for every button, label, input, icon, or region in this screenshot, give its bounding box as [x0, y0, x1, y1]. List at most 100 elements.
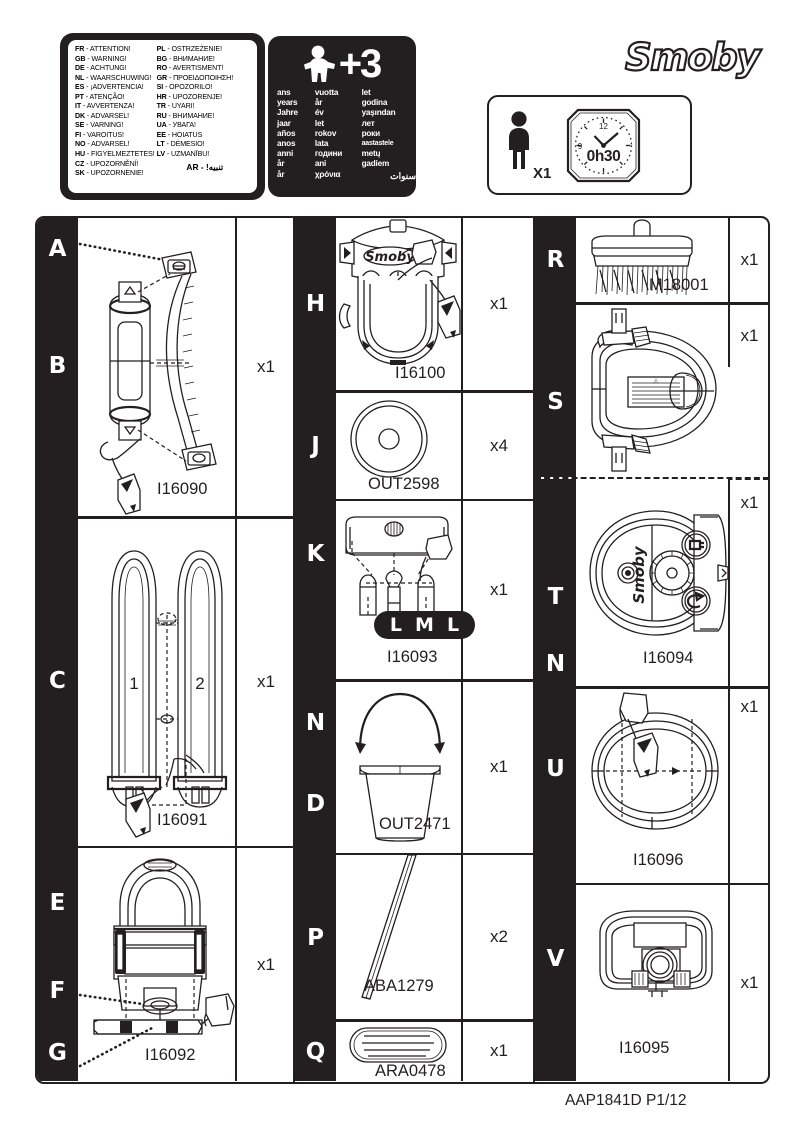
part-drawing-efg [78, 848, 235, 1081]
warning-line: ES - ¡ADVERTENCIA! [75, 83, 144, 92]
part-cell-c[interactable]: C 1 [37, 518, 295, 846]
part-letter-p: P [307, 925, 324, 951]
part-ref-r: M18001 [649, 276, 709, 294]
part-drawing-q [336, 1021, 461, 1081]
part-cell-r[interactable]: R x1 [535, 218, 768, 302]
row-divider-m1 [295, 390, 535, 393]
warning-line: DE - ACHTUNG! [75, 64, 127, 73]
qty-divider-tn [727, 479, 730, 686]
part-drawing-v [576, 885, 728, 1081]
warning-line: LT - DĖMESIO! [156, 140, 205, 149]
part-ref-k: I16093 [387, 648, 438, 666]
part-letter-d: D [305, 790, 326, 817]
warning-language-column-1: FR - ATTENTION!GB - WARNING!DE - ACHTUNG… [75, 45, 157, 193]
part-letter-j: J [311, 432, 320, 459]
front-panel-icon: Smoby [338, 219, 461, 365]
warning-language-column-2: PL - OSTRZEŻENIE!BG - ВНИМАНИЕ!RO - AVER… [157, 45, 253, 193]
age-word-arabic: سنوات [390, 170, 416, 181]
part-drawing-tn: Smoby [576, 479, 729, 686]
part-cell-s[interactable]: S [535, 304, 768, 477]
letter-bar-nd: N D [295, 681, 336, 853]
warning-line: DK - ADVARSEL! [75, 111, 130, 120]
qty-divider-v [727, 885, 730, 1081]
warning-line: IT - AVVERTENZA! [75, 102, 135, 111]
part-cell-h[interactable]: H Smoby [295, 218, 535, 390]
part-drawing-u [576, 688, 728, 883]
qty-divider-u [727, 688, 730, 883]
warning-line: CZ - UPOZORNĚNÍ! [75, 159, 139, 168]
age-word: yaşından [361, 108, 396, 118]
tube-halves-icon: 1 2 [106, 549, 228, 838]
badge-left-l: L [389, 614, 403, 636]
part-letter-f: F [49, 978, 66, 1004]
part-qty-nd: x1 [490, 757, 508, 776]
part-cell-efg[interactable]: E F G [37, 848, 295, 1081]
warning-panel: FR - ATTENTION!GB - WARNING!DE - ACHTUNG… [60, 33, 265, 200]
left-parts-column: A B [37, 218, 295, 1082]
letter-bar-ab: A B [37, 218, 78, 516]
part-letter-c: C [49, 667, 66, 694]
part-qty-k: x1 [490, 580, 508, 599]
age-word: år [314, 98, 323, 108]
warning-line: GB - WARNING! [75, 54, 127, 63]
letter-bar-h: H [295, 218, 336, 390]
warning-line: LV - UZMANĪBU! [156, 150, 210, 159]
part-cell-tn[interactable]: T N [535, 479, 768, 686]
row-divider-r1 [535, 302, 768, 305]
part-cell-nd[interactable]: N D x1 [295, 681, 535, 853]
age-word: let [361, 88, 371, 97]
part-qty-p: x2 [490, 927, 508, 946]
row-divider-m5 [295, 1019, 535, 1022]
age-word: metų [361, 149, 381, 159]
part-ref-nd: OUT2471 [379, 814, 451, 833]
clock-icon: 12 9 0h30 [566, 108, 641, 183]
age-word: years [277, 98, 298, 108]
size-badge-lml: L M L [374, 611, 475, 639]
row-divider-r2-dashed [535, 476, 768, 480]
warning-line: NL - WAARSCHUWING! [75, 73, 152, 82]
part-cell-q[interactable]: Q x1 ARA0478 [295, 1021, 535, 1081]
age-word: év [314, 108, 324, 118]
letter-bar-c: C [37, 518, 78, 846]
part-drawing-h: Smoby [336, 218, 461, 390]
part-letter-v: V [546, 946, 565, 972]
part-cell-v[interactable]: V [535, 885, 768, 1081]
age-word: let [314, 118, 324, 128]
part-letter-g: G [48, 1040, 67, 1066]
row-divider-1 [37, 516, 295, 519]
part-qty-u: x1 [740, 696, 759, 716]
part-drawing-ab [78, 218, 235, 516]
warning-line: TR - UYARI! [156, 102, 195, 111]
tube-label-1: 1 [129, 674, 138, 693]
warning-line: PT - ATENÇÃO! [75, 92, 125, 101]
bracket-icon [345, 516, 453, 616]
age-word: χρόνια [314, 169, 341, 179]
part-cell-j[interactable]: J x4 OUT2598 [295, 392, 535, 499]
warning-line: FR - ATTENTION! [75, 45, 131, 53]
person-icon [509, 111, 529, 169]
age-word: aastastele [361, 140, 394, 148]
wheel-icon [350, 399, 428, 478]
part-ref-u: I16096 [633, 850, 684, 869]
part-ref-v: I16095 [619, 1039, 670, 1057]
row-divider-r3 [535, 686, 768, 689]
qty-divider-c [234, 518, 237, 846]
part-drawing-r [576, 218, 728, 302]
qty-divider-nd [460, 681, 463, 853]
warning-line: RU - ВНИМАНИЕ! [156, 111, 215, 120]
letter-bar-v: V [535, 885, 576, 1081]
brand-on-part-t: Smoby [630, 545, 648, 603]
part-cell-u[interactable]: U [535, 688, 768, 883]
part-qty-efg: x1 [257, 954, 275, 974]
row-divider-r4 [535, 882, 768, 885]
letter-bar-j: J [295, 392, 336, 499]
row-divider-2 [37, 845, 295, 848]
document-reference: AAP1841D P1/12 [565, 1092, 687, 1109]
part-cell-p[interactable]: P x2 ABA1279 [295, 854, 535, 1019]
part-cell-k[interactable]: K [295, 501, 535, 679]
part-cell-ab[interactable]: A B [37, 218, 295, 516]
age-word: години [314, 149, 343, 159]
right-parts-column: R x1 [535, 218, 768, 1082]
age-word: år [277, 159, 285, 169]
